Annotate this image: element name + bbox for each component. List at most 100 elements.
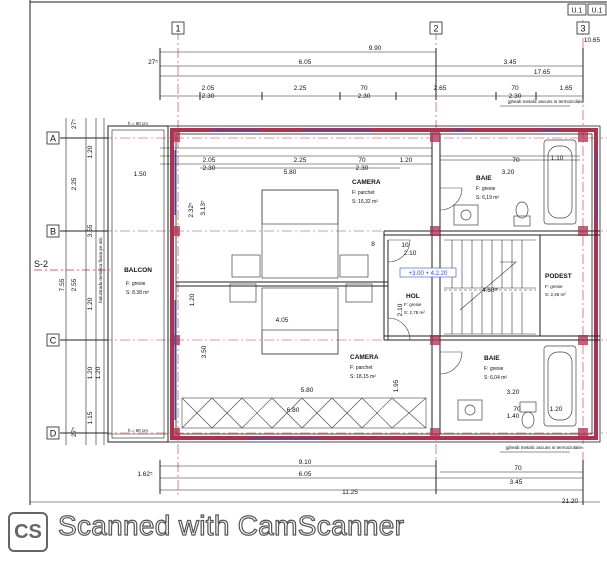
dim-text: 4.68ᵐ — [482, 287, 499, 294]
baie1-area: S: 6,19 m² — [476, 195, 499, 201]
bed-1 — [231, 189, 369, 279]
dim-text: 3.20 — [507, 389, 520, 396]
header-tag-2: U.1 — [587, 3, 607, 16]
dim-text: 3.13⁵ — [200, 200, 207, 216]
dim-text: 2.30 — [202, 93, 215, 100]
dim-text: 1.20 — [95, 366, 102, 379]
podest-name: PODEST — [545, 273, 572, 280]
dim-text: 3.50 — [201, 345, 208, 358]
camera2-name: CAMERA — [350, 354, 379, 361]
dim-text: 70 — [512, 157, 520, 164]
dim-text: 5.80 — [284, 169, 297, 176]
camscanner-watermark: Scanned with CamScanner — [57, 509, 405, 541]
sill-note-top: h = 90 cm — [128, 121, 148, 126]
axis-label-col-2: 2 — [429, 21, 443, 35]
dim-text: 2.55 — [71, 278, 78, 291]
bottom-dimension-lines — [30, 460, 600, 505]
dim-text: 70 — [513, 406, 521, 413]
podest-area: S: 2,45 m² — [545, 292, 566, 297]
balcon-area: S: 8.38 m² — [126, 290, 149, 296]
dim-text: 27⁵ — [71, 119, 78, 129]
dim-text: 1.20 — [400, 157, 413, 164]
axis-row-A-text: A — [50, 134, 56, 144]
hol-floor: F: gresie — [404, 302, 422, 307]
level-mark: +3.00 + 4.2.20 — [399, 267, 457, 278]
axis-label-row-C: C — [46, 333, 60, 347]
axis-label-row-D: D — [46, 426, 60, 440]
dim-text: 2.30 — [203, 165, 216, 172]
dim-text: 7.55 — [59, 278, 66, 291]
dim-text: 4.05 — [276, 317, 289, 324]
dim-text: 2.30 — [509, 93, 522, 100]
hol-name: HOL — [406, 293, 420, 300]
toilet-1 — [513, 201, 531, 227]
axis-label-col-1: 1 — [171, 21, 185, 35]
dim-text: 10 — [401, 242, 409, 249]
header-tag-1-text: U.1 — [572, 8, 583, 15]
axis-col-3-text: 3 — [580, 24, 585, 34]
dim-text: 11.25 — [342, 489, 358, 496]
gutter-note-bottom: jgheab metalic ascuns in termoizolatie — [505, 445, 583, 450]
dim-text: 21.20 — [562, 498, 579, 505]
sink-2 — [457, 399, 483, 421]
camera1-floor: F: parchet — [352, 190, 375, 196]
axis-row-C-text: C — [50, 336, 57, 346]
dim-text: 9.90 — [369, 45, 382, 52]
camera1-area: S: 16,32 m² — [352, 199, 378, 205]
room-podest: PODEST F: gresie S: 2,45 m² — [545, 273, 572, 297]
baie1-name: BAIE — [476, 175, 492, 182]
toilet-2 — [519, 401, 537, 429]
header-tag-2-text: U.1 — [592, 8, 603, 15]
camera2-area: S: 18,15 m² — [350, 374, 376, 380]
dim-text: 9.10 — [299, 459, 312, 466]
dim-text: 1.50 — [134, 171, 147, 178]
dim-text: 1.20 — [87, 297, 94, 310]
camera2-floor: F: parchet — [350, 365, 373, 371]
room-hol: HOL F: gresie S: 2,78 m² — [404, 293, 425, 315]
exterior-walls — [170, 128, 598, 440]
sill-note-bottom: h = 90 cm — [128, 428, 148, 433]
dim-text: 2.10 — [397, 303, 404, 316]
dim-text: 1.62⁵ — [137, 471, 153, 478]
camscanner-logo: CS — [8, 512, 48, 552]
room-baie-2: BAIE F: gresie S: 6,04 m² — [484, 355, 507, 381]
axis-col-1-text: 1 — [175, 24, 180, 34]
left-dimension-texts: 27⁵ 2.25 7.55 1.20 3.55 1.20 2.55 1.20 1… — [59, 119, 409, 437]
dim-text: 1.20 — [189, 293, 196, 306]
axis-label-row-B: B — [46, 224, 60, 238]
dim-text: 2.65 — [434, 85, 447, 92]
room-baie-1: BAIE F: gresie S: 6,19 m² — [476, 175, 499, 201]
dim-text: 3.20 — [502, 169, 515, 176]
bathtub-2 — [543, 345, 577, 427]
dim-text: 27⁵ — [148, 59, 158, 66]
balcony: BALCON F: gresie S: 8.38 m² balustrada m… — [98, 121, 169, 443]
wardrobe — [181, 397, 427, 429]
left-dimension-lines — [60, 118, 108, 445]
dim-text: 1.15 — [87, 411, 94, 424]
dim-text: 2.05 — [203, 157, 216, 164]
gutter-note-top: jgheab metalic ascuns in termoizolatie — [507, 99, 585, 104]
header-tag-1: U.1 — [567, 3, 587, 16]
dim-text: 2.25 — [294, 85, 307, 92]
dim-text: 3.55 — [87, 224, 94, 237]
baie2-area: S: 6,04 m² — [484, 375, 507, 381]
windows — [174, 129, 598, 439]
dim-text: 1.40 — [507, 413, 520, 420]
axis-row-D-text: D — [50, 429, 57, 439]
dim-text: 2.25 — [71, 177, 78, 190]
bathtub-1 — [543, 139, 577, 225]
dim-text: 6.80 — [287, 407, 300, 414]
dim-text: 10.65 — [584, 37, 601, 44]
doors — [387, 187, 463, 375]
axis-label-col-3: 3 — [576, 21, 590, 35]
bed-2 — [229, 283, 373, 355]
wall-columns — [170, 132, 588, 438]
dim-text: 8 — [371, 241, 375, 248]
baie2-floor: F: gresie — [484, 366, 504, 372]
balcon-floor: F: gresie — [126, 281, 146, 287]
level-mark-text: +3.00 + 4.2.20 — [409, 271, 448, 277]
scan-footer — [0, 505, 607, 563]
balcon-name: BALCON — [124, 267, 152, 274]
axis-col-2-text: 2 — [433, 24, 438, 34]
top-dimension-texts: 9.90 27⁵ 6.05 3.45 17.65 2.05 2.30 2.25 … — [134, 37, 601, 420]
